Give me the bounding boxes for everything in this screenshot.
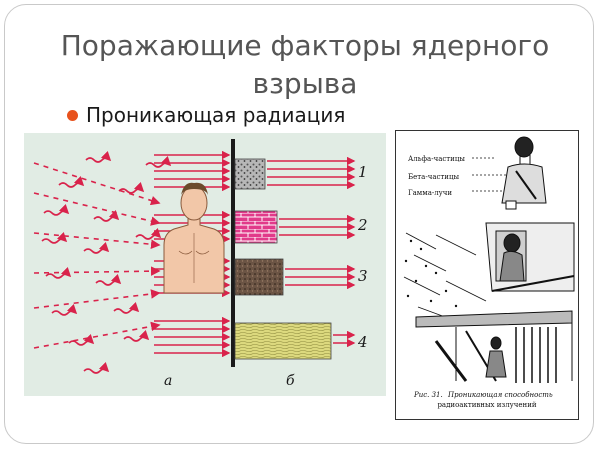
gamma-particles <box>404 239 458 308</box>
barrier-number-3: 3 <box>358 267 368 285</box>
bullet-dot-icon <box>67 109 78 121</box>
barrier-number-4: 4 <box>357 333 368 351</box>
bullet-item: Проникающая радиация <box>67 102 345 128</box>
human-figure <box>163 182 225 294</box>
radiation-penetration-diagram: 1 2 3 4 а б <box>33 139 368 389</box>
barrier-3-soil <box>234 258 284 296</box>
caption-line-1: Рис. 31. Проникающая способность <box>413 391 553 399</box>
slide-title: Поражающие факторы ядерного взрыва <box>60 29 550 100</box>
barrier-number-1: 1 <box>358 163 368 181</box>
barrier-1-gravel <box>234 158 266 190</box>
gamma-rays <box>403 232 487 322</box>
person-in-shelter-icon <box>485 222 575 292</box>
masked-person-icon <box>501 136 547 210</box>
label-gamma: Гамма-лучи <box>408 189 452 197</box>
barrier-number-2: 2 <box>357 216 368 234</box>
barrier-4-wood <box>234 322 332 360</box>
squiggle-arrows <box>41 150 172 374</box>
incoming-dashed-rays <box>33 162 161 349</box>
dugout-shelter-icon <box>415 310 573 383</box>
straight-arrows-right <box>267 156 356 348</box>
caption-prefix: Рис. 31. <box>413 391 443 399</box>
label-part-b: б <box>286 373 295 389</box>
radiation-types-figure: Альфа-частицы Бета-частицы Гамма-лучи <box>395 130 579 420</box>
wall-line <box>231 139 235 367</box>
caption-line-2: радиоактивных излучений <box>437 401 536 409</box>
radiation-penetration-figure: 1 2 3 4 а б <box>24 133 386 396</box>
label-beta: Бета-частицы <box>408 173 459 181</box>
label-alpha: Альфа-частицы <box>408 155 465 163</box>
caption-text-1: Проникающая способность <box>447 391 553 399</box>
label-part-a: а <box>164 373 172 389</box>
barrier-2-brick <box>234 210 278 244</box>
radiation-types-illustration: Альфа-частицы Бета-частицы Гамма-лучи <box>403 136 575 409</box>
bullet-text: Проникающая радиация <box>86 103 346 127</box>
